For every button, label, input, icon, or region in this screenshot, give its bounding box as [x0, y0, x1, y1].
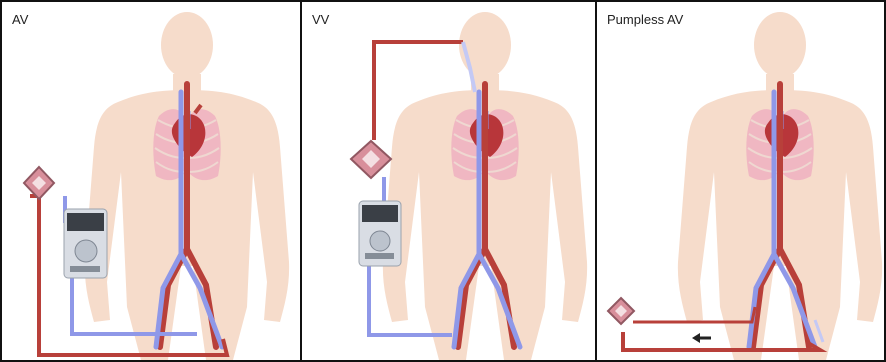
- vv-diagram: [302, 2, 595, 360]
- panel-av: AV: [2, 2, 300, 360]
- oxygenator: [24, 167, 54, 199]
- panel-pumpless-av: Pumpless AV: [595, 2, 884, 360]
- ecmo-pump: [359, 201, 401, 266]
- flow-arrow-icon: [692, 333, 700, 343]
- ecmo-pump: [64, 209, 107, 278]
- panel-label-pumpless-av: Pumpless AV: [607, 12, 683, 27]
- oxygenator: [608, 298, 634, 324]
- panel-label-av: AV: [12, 12, 28, 27]
- av-diagram: [2, 2, 300, 360]
- oxygenator: [351, 141, 391, 178]
- pumpless-av-diagram: [597, 2, 884, 360]
- panel-vv: VV: [300, 2, 595, 360]
- panel-label-vv: VV: [312, 12, 329, 27]
